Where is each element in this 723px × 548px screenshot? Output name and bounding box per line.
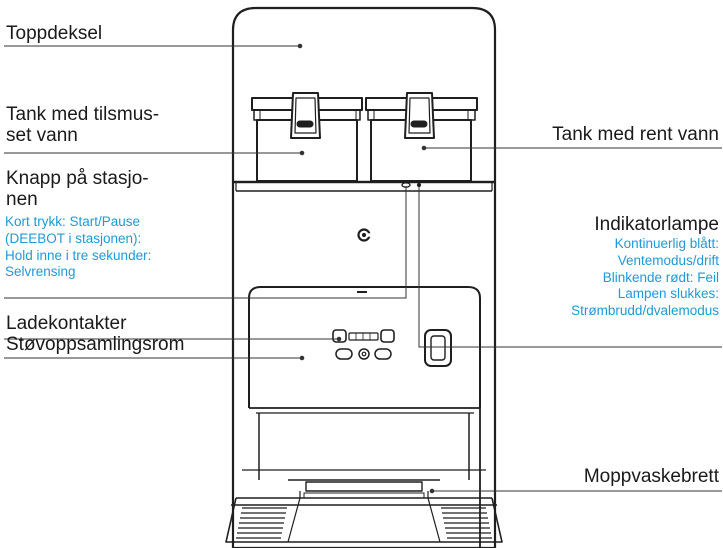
label-indicator-lamp: Indikatorlampe [594, 214, 719, 235]
lower-recess [249, 407, 481, 548]
label-dust-chamber: Støvoppsamlingsrom [6, 334, 185, 355]
label-clean-water-tank: Tank med rent vann [552, 124, 719, 145]
clean-water-tank [365, 92, 478, 182]
station-button-info: Kort trykk: Start/Pause (DEEBOT i stasjo… [5, 214, 152, 280]
label-mop-wash-tray: Moppvaskebrett [583, 466, 719, 487]
charging-contacts [332, 329, 395, 360]
label-top-cover: Toppdeksel [6, 23, 103, 44]
top-cover [231, 6, 497, 184]
leader-lines [4, 43, 722, 494]
indicator-lamp-info: Kontinuerlig blått: Ventemodus/drift Bli… [571, 236, 719, 319]
tray-connector [424, 329, 452, 367]
label-dirty-water-tank: Tank med tilsmus- set vann [6, 104, 160, 146]
label-station-button: Knapp på stasjo- nen [6, 168, 149, 210]
dust-chamber-door [248, 286, 481, 408]
label-charging-contacts: Ladekontakter [6, 313, 127, 334]
brand-logo [357, 228, 371, 242]
dirty-water-tank [251, 92, 363, 182]
